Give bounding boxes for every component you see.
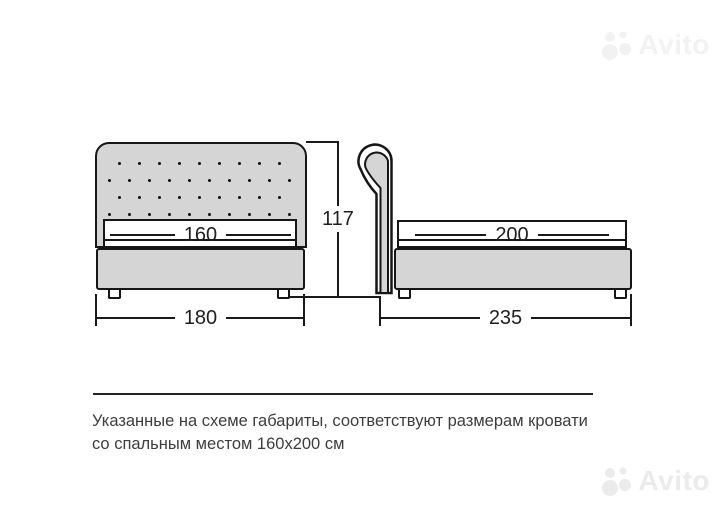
dim-line-left: [96, 317, 175, 319]
avito-logo-icon: [601, 467, 631, 496]
dim-label-mattress-width: 160: [183, 224, 218, 246]
dim-line-left: [415, 234, 487, 236]
avito-logo-icon: [601, 31, 631, 60]
watermark-brand-text: Avito: [638, 29, 710, 60]
dim-line-right: [226, 234, 291, 236]
base-front: [96, 248, 305, 290]
watermark-brand-text: Avito: [638, 465, 710, 496]
dim-line-right: [531, 317, 632, 319]
ext-line-height-bottom: [289, 296, 381, 298]
dim-label-overall-width: 180: [183, 307, 218, 329]
dim-overall-width: 180: [96, 308, 305, 328]
dim-label-overall-height: 117: [317, 206, 359, 232]
caption-divider: [93, 393, 593, 395]
headboard-side-scroll: [357, 143, 393, 295]
watermark-top-right: Avito: [600, 28, 710, 62]
caption: Указанные на схеме габариты, соответству…: [92, 410, 612, 455]
mattress-front: [103, 219, 297, 248]
dim-label-overall-length: 235: [488, 307, 523, 329]
mattress-side-seam: [399, 239, 625, 241]
ext-line-width-left: [95, 294, 97, 326]
ext-line-height-top: [306, 141, 339, 143]
foot-side-left: [398, 290, 411, 299]
watermark-bottom-right: Avito: [600, 464, 710, 498]
mattress-front-seam: [105, 239, 295, 241]
ext-line-length-left: [379, 298, 381, 326]
dim-line-right: [537, 234, 609, 236]
dim-mattress-length: 200: [415, 225, 609, 245]
dim-mattress-width: 160: [110, 225, 291, 245]
base-side: [394, 248, 632, 290]
ext-line-width-right: [303, 294, 305, 326]
foot-front-right: [277, 290, 290, 299]
dim-label-mattress-length: 200: [495, 224, 529, 246]
foot-front-left: [108, 290, 121, 299]
scroll-inner-upholstery: [364, 151, 389, 294]
dim-line-left: [379, 317, 480, 319]
ext-line-length-right: [630, 294, 632, 326]
dim-line-right: [226, 317, 305, 319]
dim-overall-length: 235: [379, 308, 632, 328]
caption-line-1: Указанные на схеме габариты, соответству…: [92, 412, 588, 430]
foot-side-right: [614, 290, 627, 299]
caption-line-2: со спальным местом 160x200 см: [92, 434, 345, 453]
dim-line-left: [110, 234, 175, 236]
